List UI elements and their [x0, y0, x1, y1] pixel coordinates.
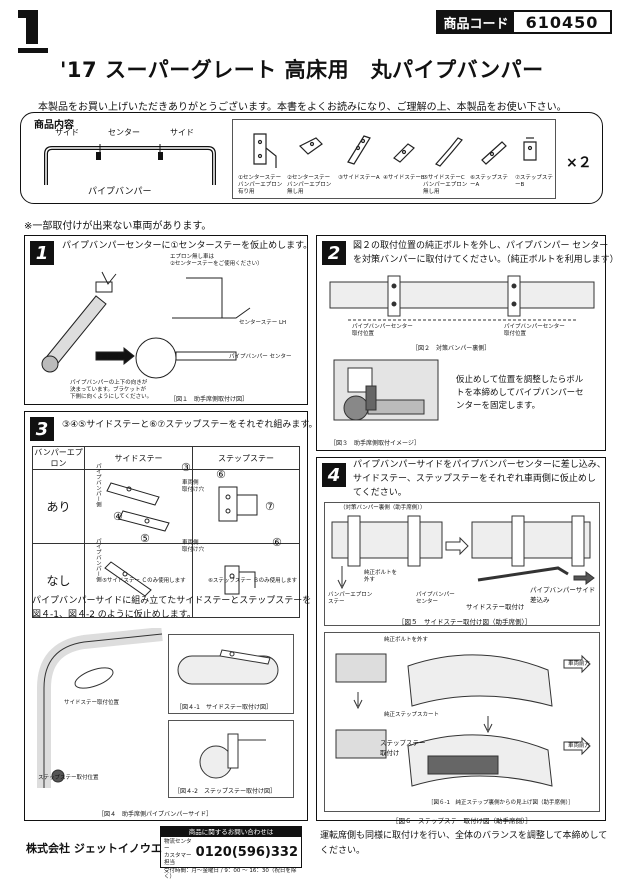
- figure-4-2-illustration: [176, 726, 286, 786]
- product-code-value: 610450: [514, 12, 610, 32]
- compatibility-note: ※一部取付けが出来ない車両があります。: [24, 217, 211, 232]
- stay-table-header-apron: バンパーエプロン: [33, 447, 85, 470]
- stay-table-pipe-side-label-2: パイプバンパー側: [94, 538, 101, 582]
- part-4-label: ④サイドステーB: [383, 175, 425, 182]
- part-5-label: ⑤サイドステーC バンパーエプロン無し用: [423, 175, 469, 196]
- step-3-text-line3: 図４-1、図４-2 のように仮止めします。: [32, 609, 196, 623]
- brand-logo: [14, 8, 54, 58]
- step-1-warning: パイプバンパーの上下の向きが 決まっています。ブラケットが 下側に向くようにして…: [70, 380, 152, 401]
- contact-phone: 0120(596)332: [196, 845, 298, 860]
- parts-illustrations: [236, 128, 554, 176]
- bumper-label-left: サイド: [55, 127, 79, 138]
- stay-table-mount-hole-2: 車両側 取付け穴: [182, 540, 204, 554]
- figure-6-1-caption: ［図６-1 純正ステップ裏側からの見上げ図（助手席側）］: [428, 800, 574, 807]
- step-4-label-bolt: 純正ボルトを 外す: [364, 570, 397, 584]
- step-4-label-step-skirt: 純正ステップスカート: [384, 712, 439, 719]
- step-4-label-apron: バンパーエプロン ステー: [328, 592, 372, 606]
- step-4-label-center: パイプバンパー センター: [416, 592, 455, 606]
- step-2-label-right: パイプバンパーセンター 取付位置: [504, 324, 565, 338]
- mark-3: ③: [181, 461, 191, 474]
- step-1-number: 1: [30, 241, 54, 265]
- figure-6-illustration: [328, 646, 596, 800]
- step-4-number: 4: [322, 463, 346, 487]
- mark-7: ⑦: [265, 500, 275, 513]
- figure-3-caption: ［図３ 助手席側取付イメージ］: [330, 438, 420, 447]
- step-3-text-line2: パイプバンパーサイドに組み立てたサイドステーとステップステーを: [32, 595, 311, 609]
- stay-table-row-with-apron: あり: [33, 470, 85, 544]
- step-4-final-line1: 運転席側も同様に取付けを行い、全体のバランスを調整して本締めして: [320, 830, 607, 844]
- step-1-annotation: エプロン無し車は ②センターステーをご使用ください）: [170, 254, 263, 268]
- side-stay-with-illustration: [89, 471, 189, 541]
- step-1-illustration: [36, 268, 296, 394]
- figure-5-caption: ［図５ サイドステー取付け図（助手席側）］: [398, 616, 531, 626]
- bumper-name: パイプバンパー: [88, 184, 151, 197]
- step-4-text-line1: パイプバンパーサイドをパイプバンパーセンターに差し込み、: [353, 459, 606, 473]
- mark-6a: ⑥: [216, 468, 226, 481]
- stay-table-header-step: ステップステー: [193, 447, 300, 470]
- step-3-pipe-illustration: [34, 628, 164, 798]
- step-4-label-side-stay: サイドステー取付け: [466, 601, 525, 611]
- step-4-label-insert: パイプバンパーサイド 差込み: [530, 584, 595, 604]
- part-3-label: ③サイドステーA: [338, 175, 380, 182]
- step-4-text-line2: サイドステー、ステップステーをそれぞれ車両側に仮止めし: [353, 473, 596, 487]
- mark-6b: ⑥: [272, 536, 282, 549]
- figure-6-caption: ［図６ ステップステー取付け図（助手席側）］: [392, 815, 532, 825]
- stay-table: バンパーエプロン サイドステー ステップステー あり なし: [32, 446, 300, 618]
- part-1-label: ①センターステー バンパーエプロン有り用: [238, 175, 284, 196]
- company-name: 株式会社 ジェットイノウエ: [26, 840, 162, 856]
- step-stay-with-illustration: [201, 471, 291, 541]
- step-4-text-line3: てください。: [353, 487, 407, 501]
- figure-4-1-caption: ［図４-1 サイドステー取付け図］: [176, 702, 272, 711]
- step-4-label-front-2: 車両前方: [568, 743, 590, 750]
- contact-heading: 商品に関するお問い合わせは: [161, 827, 301, 837]
- product-code-label: 商品コード: [438, 12, 514, 32]
- figure-4-1-illustration: [172, 640, 290, 702]
- stay-table-step-with: [193, 470, 300, 544]
- bumper-label-right: サイド: [170, 127, 194, 138]
- parts-multiplier: ×２: [566, 152, 592, 172]
- step-1-label-pipe-center: パイプバンパー センター: [229, 354, 292, 361]
- step-4-label-bolt2: 純正ボルトを外す: [384, 637, 428, 644]
- contact-hours: 受付時間：月～金曜日 / 9：00 ～ 16：30（祝日を除く）: [161, 867, 301, 882]
- step-1-label-direction: 車両前方: [102, 355, 124, 362]
- step-4-label-back: （対策バンパー裏側（助手席側））: [340, 505, 426, 512]
- step-1-label-center-stay: センターステー LH: [239, 320, 286, 327]
- step-1-text: パイプバンパーセンターに①センターステーを仮止めします。: [62, 240, 312, 254]
- contact-center-label: 物流センター カスタマー担当: [164, 839, 196, 867]
- step-2-body: 仮止めして位置を調整したらボル トを本締めしてパイプバンパーセ ンターを固定しま…: [456, 374, 584, 414]
- step-3-number: 3: [30, 417, 54, 441]
- stay-table-mount-hole-1: 車両側 取付け穴: [182, 480, 204, 494]
- part-2-label: ②センターステー バンパーエプロン無し用: [287, 175, 333, 196]
- step-4-final-line2: ください。: [320, 845, 365, 859]
- step-2-mount-illustration: [326, 356, 446, 440]
- intro-text: 本製品をお買い上げいただきありがとうございます。本書をよくお読みになり、ご理解の…: [38, 98, 567, 113]
- step-2-label-left: パイプバンパーセンター 取付位置: [352, 324, 413, 338]
- figure-4-caption: ［図４ 助手席側パイプバンパーサイド］: [98, 809, 212, 818]
- figure-1-caption: ［図１ 助手席側取付け図］: [170, 394, 248, 403]
- stay-table-note-b: ⑥ステップステー Ｂのみ使用します: [208, 578, 297, 585]
- bumper-label-center: センター: [108, 127, 140, 138]
- contact-box: 商品に関するお問い合わせは 物流センター カスタマー担当 0120(596)33…: [160, 826, 302, 868]
- product-code-box: 商品コード 610450: [436, 10, 612, 34]
- stay-table-pipe-side-label-1: パイプバンパー側: [94, 463, 101, 507]
- label-step-stay-position: ステップステー取付位置: [38, 775, 99, 782]
- figure-4-2-caption: ［図４-2 ステップステー取付け図］: [174, 786, 276, 795]
- step-3-text: ③④⑤サイドステーと⑥⑦ステップステーをそれぞれ組みます。: [62, 419, 317, 433]
- step-4-label-step-stay: ステップステー 取付け: [380, 737, 426, 757]
- mark-5: ⑤: [140, 532, 150, 545]
- label-side-stay-position: サイドステー取付位置: [64, 700, 119, 707]
- figure-2-caption: ［図２ 対策バンパー裏側］: [412, 343, 490, 352]
- step-2-text-line2: を対策バンパーに取付けてください。（純正ボルトを利用します）: [353, 254, 619, 268]
- step-2-text-line1: 図２の取付位置の純正ボルトを外し、パイプバンパー センター: [353, 240, 608, 254]
- step-2-number: 2: [322, 241, 346, 265]
- mark-4: ④: [113, 510, 123, 523]
- part-7-label: ⑦ステップステーB: [515, 175, 555, 189]
- part-6-label: ⑥ステップステーA: [470, 175, 512, 189]
- page-title: '17 スーパーグレート 高床用 丸パイプバンパー: [60, 54, 544, 84]
- step-4-label-front-1: 車両前方: [568, 661, 590, 668]
- stay-table-note-c: ⑤サイドステー Ｃのみ使用します: [102, 578, 186, 585]
